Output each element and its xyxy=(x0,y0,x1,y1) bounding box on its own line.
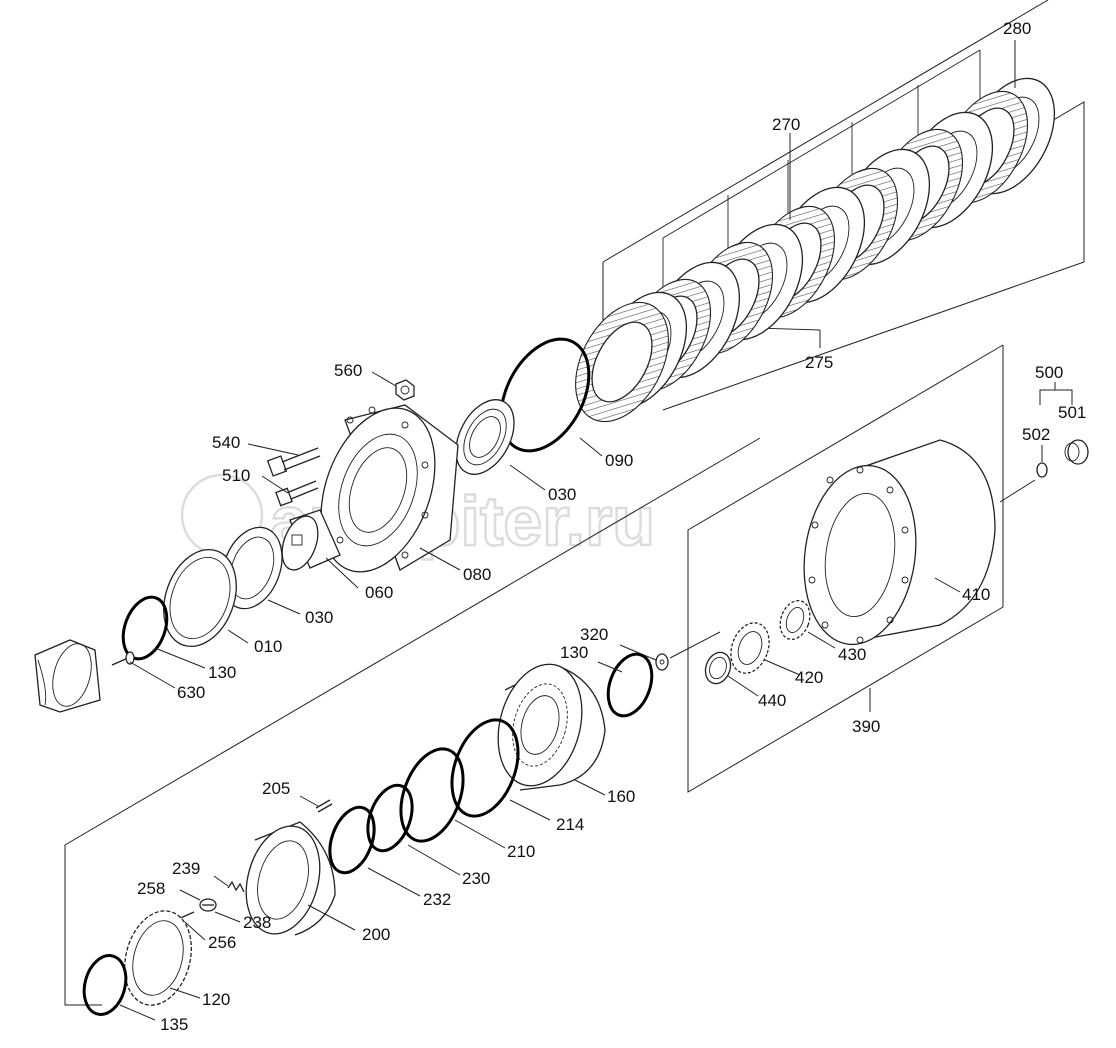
callout-630: 630 xyxy=(177,683,205,702)
callout-275: 275 xyxy=(805,353,833,372)
washer-502 xyxy=(1036,462,1048,478)
callout-labels: 280 270 275 560 540 510 090 030 080 060 … xyxy=(137,19,1086,1034)
callout-502: 502 xyxy=(1022,425,1050,444)
callout-080: 080 xyxy=(463,565,491,584)
callout-510: 510 xyxy=(222,466,250,485)
callout-500: 500 xyxy=(1035,363,1063,382)
shaft-end xyxy=(34,639,101,713)
callout-280: 280 xyxy=(1003,19,1031,38)
callout-130-left: 130 xyxy=(208,663,236,682)
screw-630 xyxy=(111,651,135,666)
callout-238: 238 xyxy=(243,913,271,932)
callout-410: 410 xyxy=(962,585,990,604)
callout-214: 214 xyxy=(556,815,584,834)
callout-030-upper: 030 xyxy=(548,485,576,504)
callout-060: 060 xyxy=(365,583,393,602)
gear-420 xyxy=(730,622,770,674)
ring-nut-120 xyxy=(124,910,192,1006)
piston-200 xyxy=(245,821,336,936)
callout-205: 205 xyxy=(262,779,290,798)
plug-501 xyxy=(1064,439,1089,465)
hub-080 xyxy=(320,404,459,573)
callout-540: 540 xyxy=(212,433,240,452)
callout-130-right: 130 xyxy=(560,643,588,662)
callout-200: 200 xyxy=(362,925,390,944)
callout-010: 010 xyxy=(254,637,282,656)
o-ring-130-right xyxy=(606,652,654,718)
bolt-540 xyxy=(266,447,321,477)
pin-205 xyxy=(315,799,333,813)
callout-501: 501 xyxy=(1058,403,1086,422)
carrier-160 xyxy=(497,663,606,791)
washer-320 xyxy=(655,653,669,671)
callout-090: 090 xyxy=(605,451,633,470)
o-ring-232 xyxy=(328,805,376,875)
callout-239: 239 xyxy=(172,859,200,878)
callout-390: 390 xyxy=(852,717,880,736)
o-ring-230 xyxy=(366,783,414,853)
ring-440 xyxy=(704,651,732,685)
callout-440: 440 xyxy=(758,691,786,710)
bearing-030-upper xyxy=(455,399,515,475)
o-ring-090 xyxy=(499,337,591,453)
valve-238 xyxy=(199,898,217,912)
callout-135: 135 xyxy=(160,1015,188,1034)
callout-120: 120 xyxy=(202,990,230,1009)
callout-430: 430 xyxy=(838,645,866,664)
callout-232: 232 xyxy=(423,890,451,909)
callout-560: 560 xyxy=(334,361,362,380)
spring-239 xyxy=(227,880,245,893)
callout-270: 270 xyxy=(772,115,800,134)
o-ring-210 xyxy=(399,747,465,843)
o-ring-135 xyxy=(82,954,128,1016)
callout-030-lower: 030 xyxy=(305,608,333,627)
clutch-disc-stack xyxy=(575,49,1056,423)
callout-160: 160 xyxy=(607,787,635,806)
leader-lines xyxy=(119,40,1073,1021)
callout-256: 256 xyxy=(208,933,236,952)
seal-010 xyxy=(163,548,237,648)
spacer-060 xyxy=(281,509,341,571)
disc-14 xyxy=(575,301,669,423)
gear-430 xyxy=(779,599,811,641)
callout-420: 420 xyxy=(795,668,823,687)
callout-258: 258 xyxy=(137,879,165,898)
housing-410 xyxy=(803,439,996,646)
callout-320: 320 xyxy=(580,625,608,644)
nut-560 xyxy=(395,379,415,401)
callout-230: 230 xyxy=(462,869,490,888)
callout-210: 210 xyxy=(507,842,535,861)
